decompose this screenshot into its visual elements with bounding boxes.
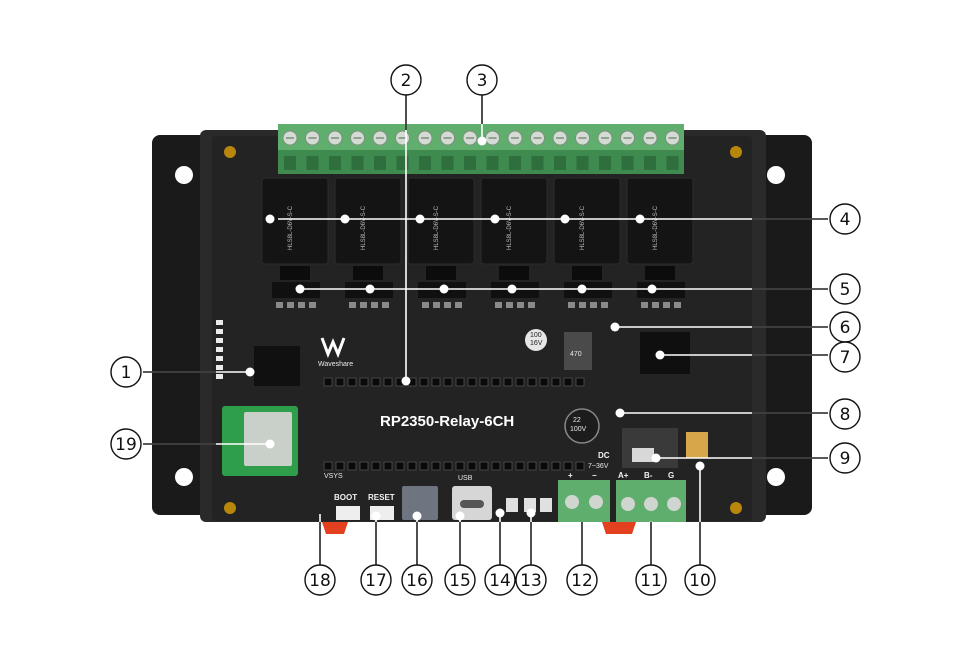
usb-label: USB xyxy=(458,475,473,482)
relay-label: HLS8L-D6V-S-C xyxy=(288,205,294,250)
callout-marker xyxy=(829,203,861,235)
callout-marker xyxy=(401,564,433,596)
callout-number: 15 xyxy=(449,571,471,591)
din-clip xyxy=(322,522,348,534)
relay-group: HLS8L-D6V-S-C HLS8L-D6V-S-C HLS8L-D6V-S-C H… xyxy=(261,177,694,280)
mount-hole xyxy=(175,468,193,486)
bottom-connectors: VSYS BOOT RESET USB DC 7~36V + − A+ B- G xyxy=(322,451,686,534)
callout-number: 19 xyxy=(115,435,137,455)
reset-label: RESET xyxy=(368,493,395,502)
b-minus-label: B- xyxy=(644,471,653,480)
rgb-led xyxy=(506,498,518,512)
gpio-headers xyxy=(323,377,585,471)
rs485-chip xyxy=(640,332,690,374)
mount-hole xyxy=(767,166,785,184)
cap2-text: 100V xyxy=(570,426,587,433)
callout-number: 2 xyxy=(401,71,412,91)
branding: Waveshare RP2350-Relay-6CH xyxy=(318,337,514,430)
callout-marker xyxy=(515,564,547,596)
callout-marker xyxy=(110,356,142,388)
mount-hole xyxy=(175,166,193,184)
callout-marker xyxy=(635,564,667,596)
flash-chip xyxy=(254,346,300,386)
cap1-text: 16V xyxy=(530,340,543,347)
relay-driver-row xyxy=(272,282,685,308)
minus-label: − xyxy=(592,471,597,480)
inductor xyxy=(564,332,592,370)
callout-number: 13 xyxy=(520,571,542,591)
callout-number: 11 xyxy=(640,571,662,591)
relay-terminal-strip xyxy=(278,124,684,174)
termination-switch xyxy=(686,432,708,458)
board-title: RP2350-Relay-6CH xyxy=(380,413,514,430)
callout-number: 10 xyxy=(689,571,711,591)
relay-label: HLS8L-D6V-S-C xyxy=(361,205,367,250)
a-plus-label: A+ xyxy=(618,471,629,480)
relay-label: HLS8L-D6V-S-C xyxy=(507,205,513,250)
callout-marker xyxy=(444,564,476,596)
relay-label: HLS8L-D6V-S-C xyxy=(653,205,659,250)
indicator-led xyxy=(540,498,552,512)
capacitor-small xyxy=(525,329,547,351)
callout-marker xyxy=(466,64,498,96)
relay-label: HLS8L-D6V-S-C xyxy=(580,205,586,250)
boot-label: BOOT xyxy=(334,493,357,502)
dc-range-label: 7~36V xyxy=(588,463,609,470)
cap1-text: 100 xyxy=(530,332,542,339)
callout-number: 16 xyxy=(406,571,428,591)
power-section: 470 100 16V 22 100V xyxy=(525,329,708,468)
relay xyxy=(626,177,694,265)
left-components xyxy=(216,320,300,476)
indicator-led xyxy=(524,498,536,512)
callout-marker xyxy=(360,564,392,596)
capacitor-large xyxy=(564,408,600,444)
callout-number: 8 xyxy=(840,405,851,425)
mount-hole xyxy=(767,468,785,486)
inductor-label: 470 xyxy=(570,351,582,358)
relay-label: HLS8L-D6V-S-C xyxy=(434,205,440,250)
vsys-label: VSYS xyxy=(324,473,343,480)
callout-marker xyxy=(566,564,598,596)
waveshare-logo-icon xyxy=(320,337,346,359)
relay xyxy=(407,177,475,265)
callout-marker xyxy=(829,442,861,474)
callout-number: 3 xyxy=(477,71,488,91)
callout-marker xyxy=(829,341,861,373)
callout-marker xyxy=(110,428,142,460)
callout-lines xyxy=(143,95,828,565)
buzzer xyxy=(402,486,438,520)
callout-number: 5 xyxy=(840,280,851,300)
g-label: G xyxy=(668,471,674,480)
relay xyxy=(261,177,329,265)
plus-label: + xyxy=(568,471,573,480)
callout-marker xyxy=(684,564,716,596)
callout-marker xyxy=(304,564,336,596)
cap2-text: 22 xyxy=(573,417,581,424)
callout-number: 6 xyxy=(840,318,851,338)
callout-number: 18 xyxy=(309,571,331,591)
relay xyxy=(480,177,548,265)
relay xyxy=(553,177,621,265)
callout-marker xyxy=(829,273,861,305)
callout-marker xyxy=(390,64,422,96)
callout-number: 17 xyxy=(365,571,387,591)
callout-number: 14 xyxy=(489,571,511,591)
brand-label: Waveshare xyxy=(318,361,353,368)
callout-number: 12 xyxy=(571,571,593,591)
boot-button[interactable] xyxy=(336,506,360,520)
callout-marker xyxy=(829,398,861,430)
callout-marker xyxy=(484,564,516,596)
relay xyxy=(334,177,402,265)
callout-number: 7 xyxy=(840,348,851,368)
din-clip xyxy=(602,522,636,534)
callout-number: 9 xyxy=(840,449,851,469)
callout-number: 1 xyxy=(121,363,132,383)
callout-number: 4 xyxy=(840,210,851,230)
dc-label: DC xyxy=(598,451,610,460)
